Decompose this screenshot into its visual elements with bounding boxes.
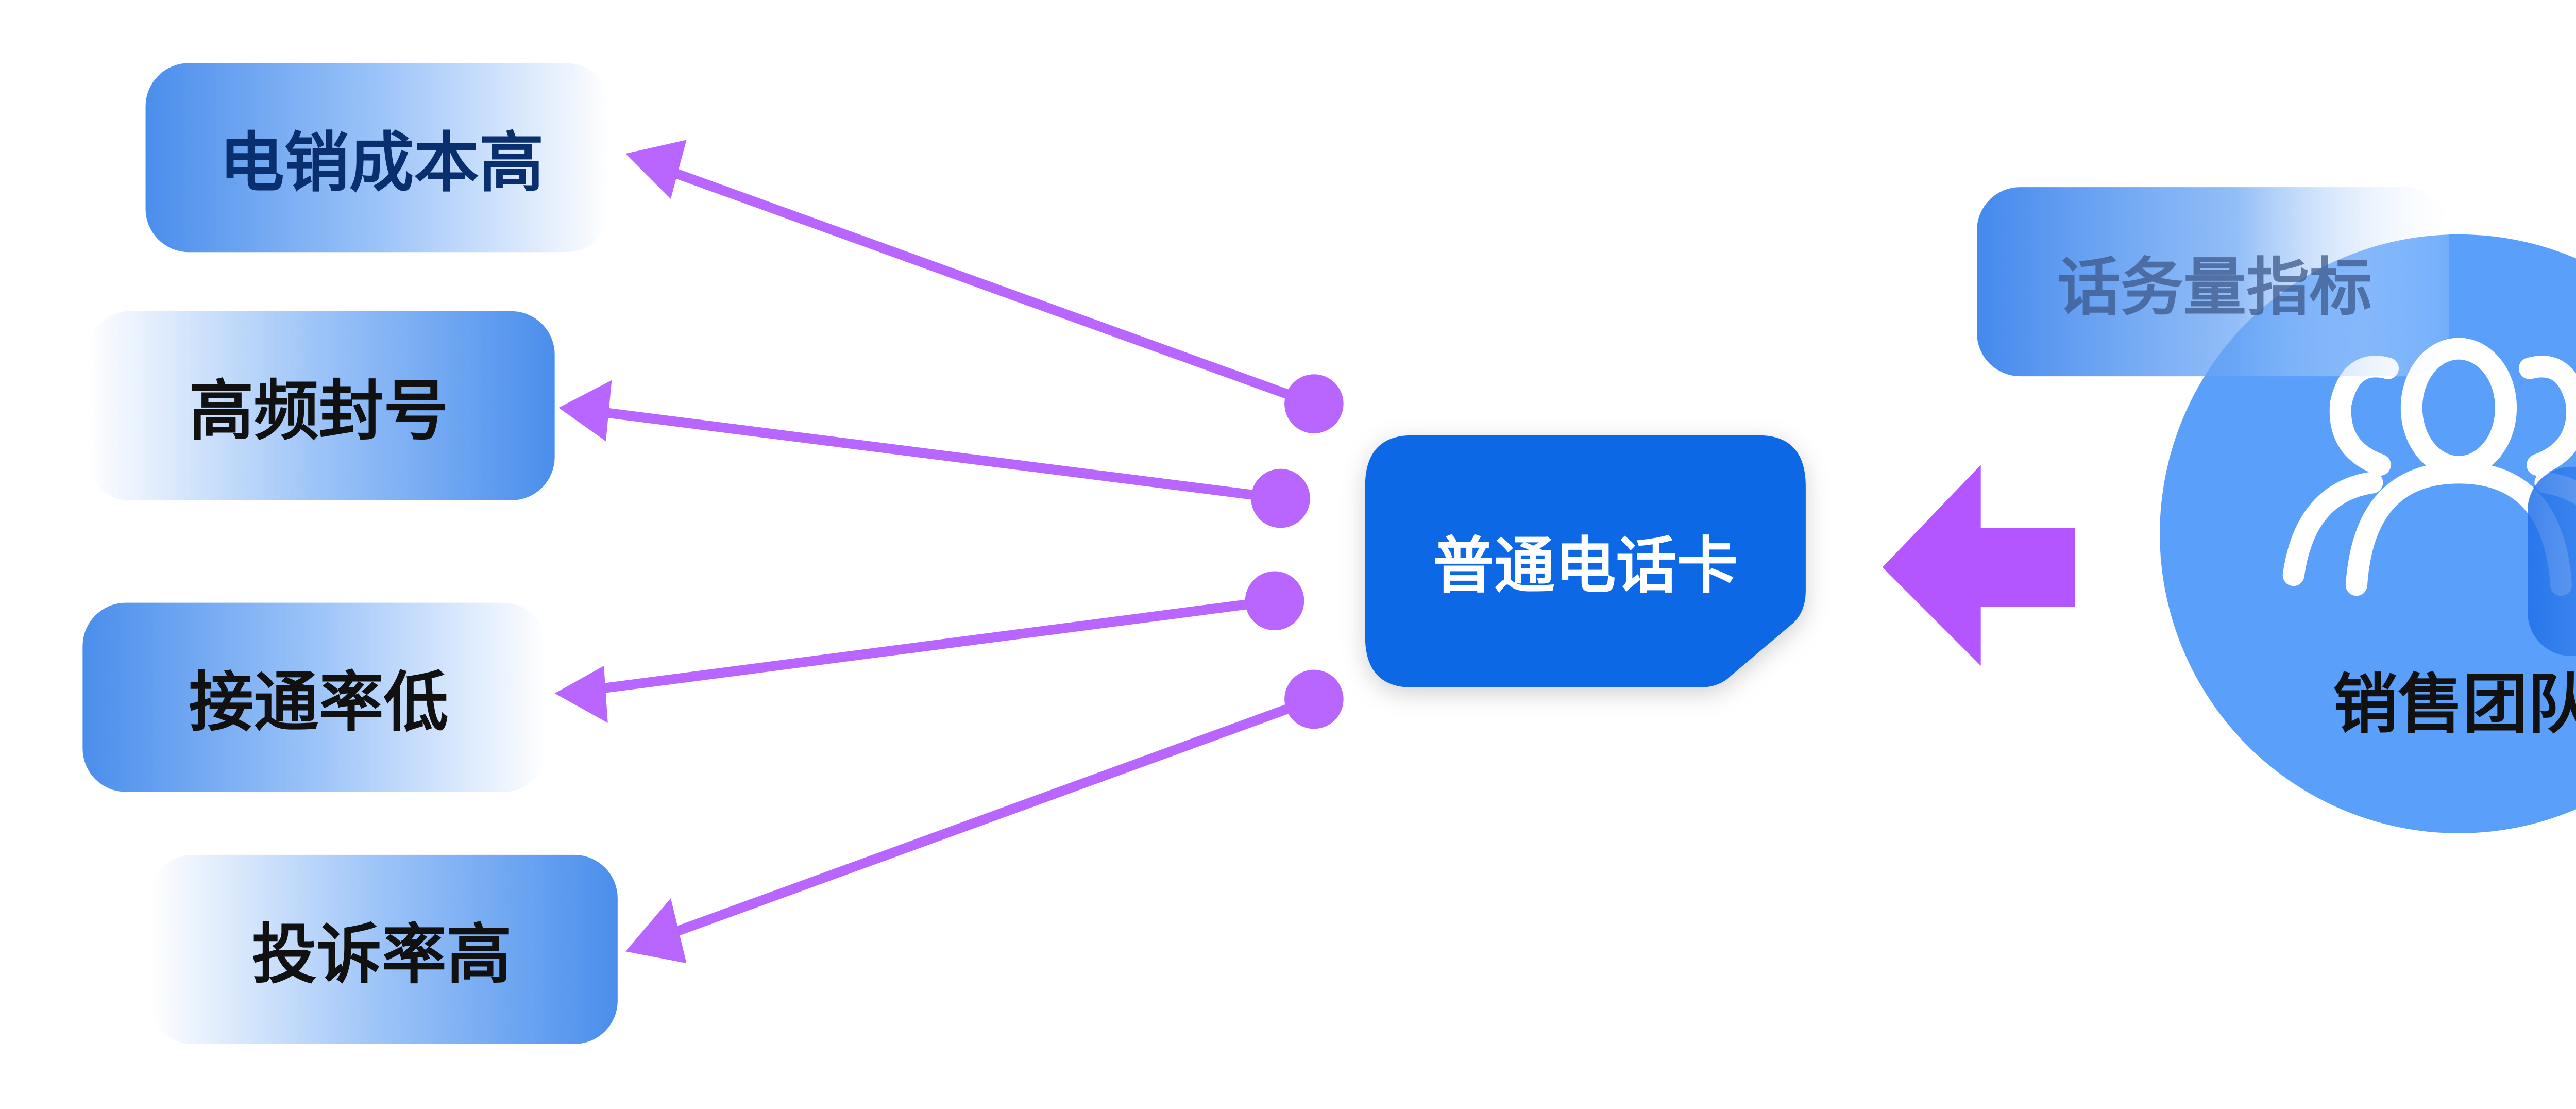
connector-arrows (554, 140, 1344, 964)
problem-box-bg (145, 63, 610, 253)
arrow-line (597, 407, 1281, 503)
problem-box-bg (149, 854, 618, 1044)
phone-card-label: 普通电话卡 (1433, 530, 1738, 601)
problem-box-bg (86, 311, 555, 500)
pressure-label: 话务量指标 (2058, 251, 2372, 324)
arrow-line (593, 596, 1276, 695)
pressure-box-bg (2528, 466, 2576, 656)
connector-dot (1284, 374, 1344, 433)
problem-box-ban: 高频封号 (86, 311, 555, 500)
arrowhead-icon (558, 380, 612, 442)
arrowhead-icon (554, 665, 608, 723)
problem-box-bg (82, 602, 547, 792)
connector-dot (1251, 468, 1310, 528)
pressure-box-call-volume: 话务量指标 (1977, 187, 2449, 377)
phone-card-shape (1365, 435, 1806, 688)
problem-label: 接通率低 (189, 665, 449, 741)
arrow-line (663, 164, 1316, 409)
problem-label: 高频封号 (189, 373, 449, 449)
arrow-line (663, 694, 1316, 940)
arrow-to-ban (558, 380, 1310, 528)
arrow-to-cost (625, 140, 1344, 433)
problem-label: 投诉率高 (252, 917, 512, 993)
big-arrow-icon (1882, 465, 2075, 666)
problem-label: 电销成本高 (219, 125, 544, 200)
arrowhead-icon (625, 898, 687, 964)
phone-card (1365, 435, 1806, 688)
connector-dot (1245, 571, 1304, 631)
arrowhead-icon (625, 140, 687, 199)
problem-box-cost: 电销成本高 (145, 63, 610, 253)
problem-box-connect: 接通率低 (82, 602, 547, 792)
connector-dot (1284, 669, 1344, 729)
pressure-box-bg (1977, 187, 2449, 377)
sales-team-label: 销售团队 (2333, 666, 2576, 742)
problem-box-complaint: 投诉率高 (149, 854, 618, 1044)
arrow-to-complaint (625, 669, 1344, 964)
pressure-box-follow-up: 客户多次跟进 (2528, 466, 2576, 656)
arrow-to-connect (554, 571, 1304, 723)
